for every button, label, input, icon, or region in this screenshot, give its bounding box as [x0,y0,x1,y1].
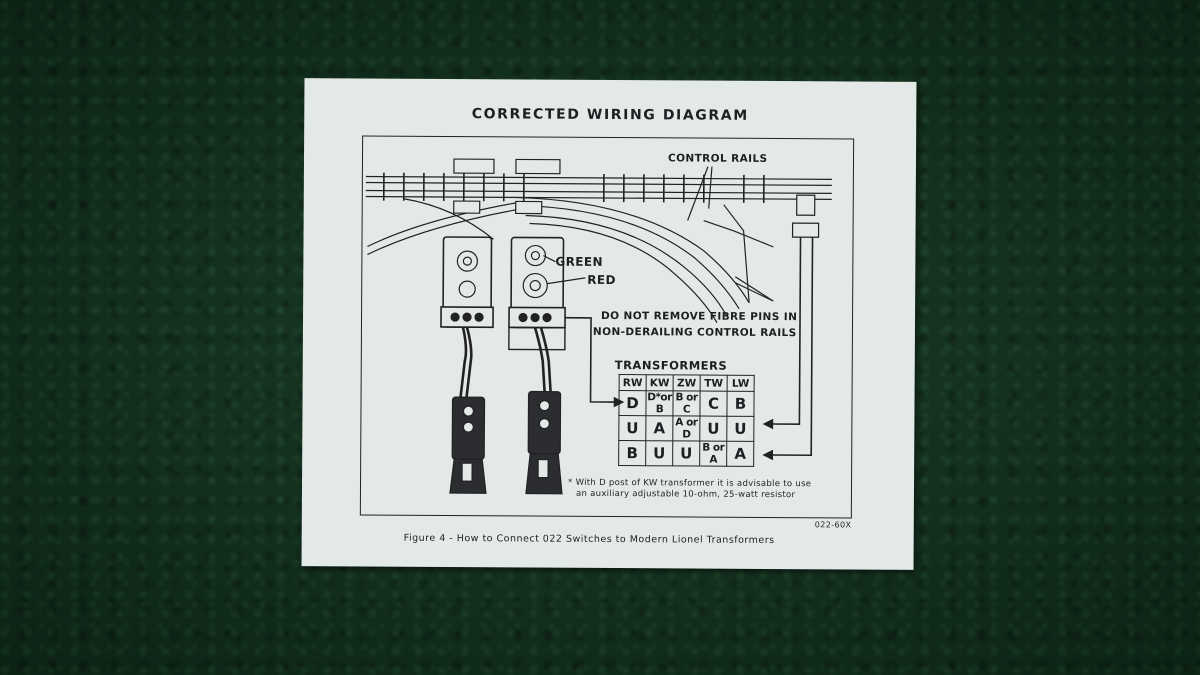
table-cell: D [618,390,647,416]
table-cell: B [618,440,646,466]
control-rail-arrows [687,166,774,302]
table-cell: A [645,415,673,441]
switch-box-left [440,236,494,329]
header-cell: TW [700,375,728,392]
note-line-2: an auxiliary adjustable 10-ohm, 25-watt … [575,488,796,501]
header-cell: ZW [673,374,701,392]
transformers-table: RW KW ZW TW LW D D*or B B or C C B U A A… [618,374,755,467]
table-cell: A or D [672,415,700,442]
part-code: 022-60X [814,520,852,530]
controller-right [525,390,563,495]
transformers-title: TRANSFORMERS [614,358,728,373]
table-row: U A A or D U U [618,415,754,442]
table-row: D D*or B B or C C B [618,390,755,417]
warning-line-2: NON-DERAILING CONTROL RAILS [592,325,797,340]
control-rails-label: CONTROL RAILS [667,152,768,165]
wiring-diagram-sheet: CORRECTED WIRING DIAGRAM [301,78,917,570]
table-cell: U [672,440,700,467]
header-cell: RW [619,374,647,391]
controller-left [449,396,487,494]
green-wire-label: GREEN [555,254,603,269]
controller-cables [459,326,552,398]
table-cell: U [726,416,754,442]
table-row: B U U B or A A [618,440,754,467]
figure-caption: Figure 4 - How to Connect 022 Switches t… [403,532,775,547]
red-wire-label: RED [587,272,616,288]
resistor-note: * With D post of KW transformer it is ad… [568,478,811,501]
table-cell: B or C [672,390,701,417]
table-cell: D*or B [645,390,674,416]
table-cell: U [699,416,727,442]
wiring-illustration [365,158,832,495]
table-cell: B [726,391,755,417]
straight-tracks [365,172,832,203]
transformer-wires [565,237,814,461]
table-cell: U [645,440,673,466]
table-header-row: RW KW ZW TW LW [619,374,755,392]
table-cell: B or A [699,441,727,467]
curved-tracks [367,196,774,323]
warning-line-1: DO NOT REMOVE FIBRE PINS IN [601,309,798,324]
table-cell: C [699,391,728,417]
header-cell: KW [646,374,674,391]
header-cell: LW [727,375,755,392]
table-cell: U [618,415,646,441]
table-cell: A [726,441,754,467]
